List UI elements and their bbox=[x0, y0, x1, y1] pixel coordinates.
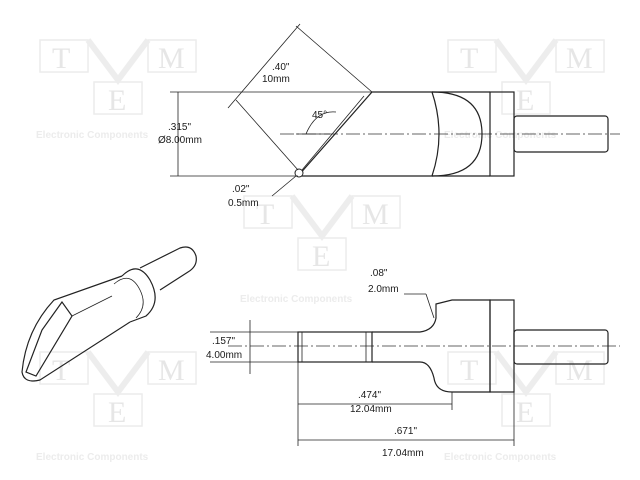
side-blade bbox=[297, 331, 373, 363]
angle-arc bbox=[305, 111, 337, 135]
watermark-top-left: T M E Electronic Components bbox=[36, 38, 197, 141]
watermark-caption: Electronic Components bbox=[36, 130, 149, 141]
dim-tip-mm: 0.5mm bbox=[228, 198, 259, 209]
watermark-letter-e: E bbox=[516, 396, 534, 429]
side-body bbox=[372, 299, 491, 393]
watermark-top-right: T M E Electronic Components bbox=[444, 38, 605, 141]
tip-point bbox=[294, 168, 304, 178]
watermark-letter-t: T bbox=[460, 42, 478, 75]
watermark-letter-t: T bbox=[256, 198, 274, 231]
watermark-letter-e: E bbox=[516, 84, 534, 117]
watermark-letter-m: M bbox=[566, 354, 593, 387]
dim-groove-mm: 2.0mm bbox=[368, 284, 399, 295]
perspective-collar bbox=[121, 268, 156, 323]
dim-length2-mm: 17.04mm bbox=[382, 448, 424, 459]
perspective-view bbox=[21, 246, 197, 382]
dim-groove-inch: .08" bbox=[370, 268, 388, 279]
groove-leader bbox=[425, 293, 435, 319]
tip-shank bbox=[513, 115, 609, 153]
perspective-blade-face bbox=[25, 300, 73, 377]
watermark-letter-t: T bbox=[52, 354, 70, 387]
dim-length1-inch: .474" bbox=[358, 390, 381, 401]
watermark-caption: Electronic Components bbox=[444, 452, 557, 463]
top-view: .40" 10mm 45° .315" Ø8.00mm .02" 0.5mm bbox=[158, 23, 620, 209]
watermark-letter-e: E bbox=[312, 240, 330, 273]
watermark-letter-m: M bbox=[158, 42, 185, 75]
dim-40-mm: 10mm bbox=[262, 74, 290, 85]
watermark-caption: Electronic Components bbox=[240, 294, 353, 305]
watermark-letter-e: E bbox=[108, 84, 126, 117]
watermark-bottom-left: T M E Electronic Components bbox=[36, 350, 197, 463]
perspective-shank bbox=[139, 246, 197, 291]
watermark-caption: Electronic Components bbox=[36, 452, 149, 463]
tip-shoulder bbox=[431, 91, 483, 177]
tip-chamfer-line bbox=[301, 95, 365, 171]
dim-40-inch: .40" bbox=[272, 62, 290, 73]
dimension-line-40 bbox=[227, 23, 301, 109]
dim-length2-inch: .671" bbox=[394, 426, 417, 437]
watermark-letter-m: M bbox=[158, 354, 185, 387]
watermark-letter-t: T bbox=[52, 42, 70, 75]
dim-diameter-mm: Ø8.00mm bbox=[158, 135, 202, 146]
side-view: .08" 2.0mm .157" 4.00mm .474" 12.04mm .6… bbox=[206, 268, 620, 459]
dim-blade-inch: .157" bbox=[212, 336, 235, 347]
dim-blade-mm: 4.00mm bbox=[206, 350, 242, 361]
dim-tip-inch: .02" bbox=[232, 184, 250, 195]
perspective-body bbox=[21, 275, 131, 382]
angle-label: 45° bbox=[312, 110, 327, 121]
watermark-letter-m: M bbox=[362, 198, 389, 231]
watermark-bottom-right: T M E Electronic Components bbox=[444, 350, 605, 463]
watermark-letter-m: M bbox=[566, 42, 593, 75]
watermark-letter-t: T bbox=[460, 354, 478, 387]
dim-diameter-inch: .315" bbox=[168, 122, 191, 133]
watermark-center: T M E Electronic Components bbox=[240, 194, 401, 305]
watermark-caption: Electronic Components bbox=[444, 130, 557, 141]
watermark-letter-e: E bbox=[108, 396, 126, 429]
dim-length1-mm: 12.04mm bbox=[350, 404, 392, 415]
side-shank bbox=[513, 329, 609, 365]
